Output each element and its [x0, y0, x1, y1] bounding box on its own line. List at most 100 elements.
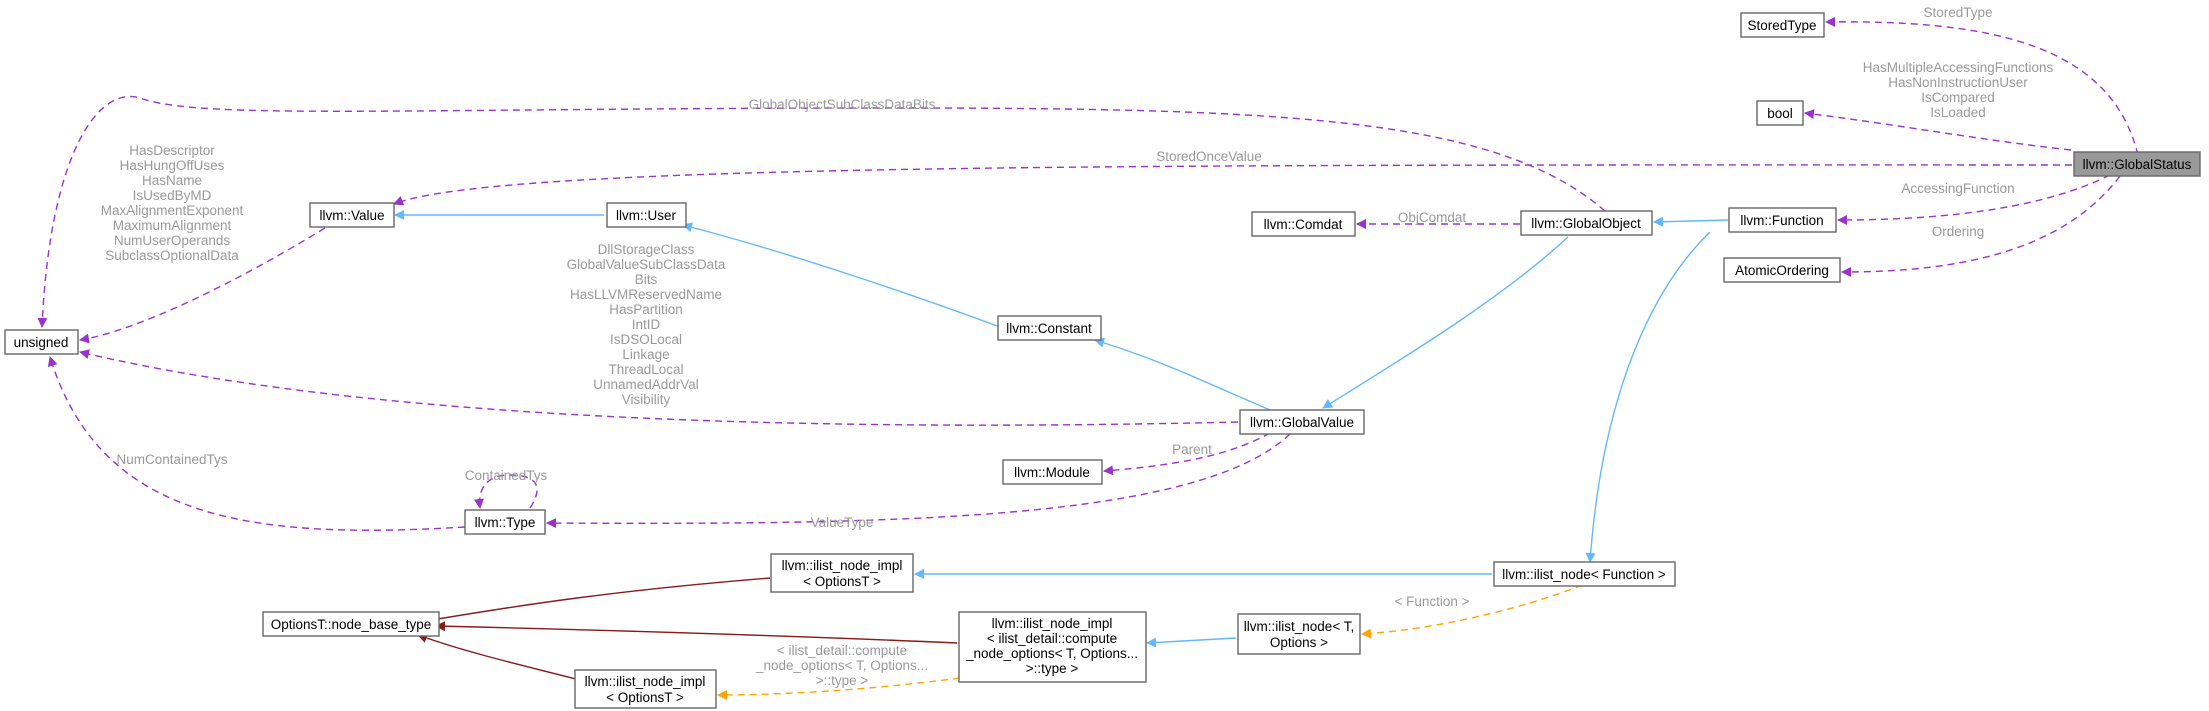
- node-ilist-node-impl-a-line1: llvm::ilist_node_impl: [782, 558, 903, 573]
- label-storedtype: StoredType: [1923, 5, 1992, 20]
- node-ilist-node-function[interactable]: llvm::ilist_node< Function >: [1493, 561, 1676, 587]
- node-ilist-node-impl-c[interactable]: llvm::ilist_node_impl < ilist_detail::co…: [958, 611, 1147, 683]
- label-value-field-2: HasHungOffUses: [120, 158, 225, 173]
- edge-globalvalue-fields: [79, 349, 1239, 426]
- node-unsigned-label: unsigned: [14, 335, 69, 350]
- label-value-field-4: IsUsedByMD: [133, 188, 212, 203]
- node-ilist-node-t[interactable]: llvm::ilist_node< T, Options >: [1237, 613, 1361, 655]
- edge-accessingfunction: [1837, 174, 2111, 225]
- label-globalvalue-field-4: HasLLVMReservedName: [570, 287, 722, 302]
- label-globalvalue-field-10: UnnamedAddrVal: [593, 377, 699, 392]
- edge-ilistnode-t-to-impl-c: [1146, 637, 1237, 648]
- edge-storedtype: [1825, 16, 2139, 156]
- label-bool-field-1: HasMultipleAccessingFunctions: [1863, 60, 2054, 75]
- node-comdat-label: llvm::Comdat: [1264, 217, 1343, 232]
- edge-template-function: [1361, 584, 1583, 639]
- label-bool-field-3: IsCompared: [1921, 90, 1995, 105]
- edge-globalobjectsubclassdatabits: [37, 95, 1606, 328]
- node-stored-type-label: StoredType: [1747, 18, 1816, 33]
- label-value-field-6: MaximumAlignment: [113, 218, 232, 233]
- node-ilist-node-impl-a[interactable]: llvm::ilist_node_impl < OptionsT >: [770, 553, 914, 593]
- node-ilist-node-t-line1: llvm::ilist_node< T,: [1244, 619, 1354, 634]
- node-user[interactable]: llvm::User: [606, 202, 687, 228]
- edge-constant-to-user: [682, 222, 1001, 328]
- edge-template-compute: [717, 677, 961, 700]
- node-node-base-type-label: OptionsT::node_base_type: [271, 617, 432, 632]
- node-constant-label: llvm::Constant: [1006, 321, 1092, 336]
- label-valuetype: ValueType: [811, 515, 874, 530]
- node-user-label: llvm::User: [616, 208, 677, 223]
- edge-valuetype: [546, 433, 1291, 529]
- label-globalvalue-field-5: HasPartition: [609, 302, 683, 317]
- node-value-label: llvm::Value: [319, 208, 384, 223]
- node-atomic-ordering-label: AtomicOrdering: [1735, 263, 1829, 278]
- label-value-field-3: HasName: [142, 173, 202, 188]
- node-ilist-node-impl-c-line2: < ilist_detail::compute: [987, 631, 1117, 646]
- edge-bool: [1804, 109, 2072, 151]
- node-atomic-ordering[interactable]: AtomicOrdering: [1723, 257, 1841, 283]
- node-value[interactable]: llvm::Value: [309, 202, 395, 228]
- label-globalvalue-field-3: Bits: [635, 272, 658, 287]
- node-bool-label: bool: [1767, 106, 1793, 121]
- node-ilist-node-function-label: llvm::ilist_node< Function >: [1502, 567, 1666, 582]
- label-globalvalue-field-8: Linkage: [622, 347, 669, 362]
- edge-globalobject-to-globalvalue: [1322, 236, 1569, 409]
- node-global-object-label: llvm::GlobalObject: [1531, 216, 1641, 231]
- label-parent: Parent: [1172, 442, 1212, 457]
- label-globalobjectsubclassdatabits: GlobalObjectSubClassDataBits: [749, 97, 936, 112]
- label-template-compute-1: < ilist_detail::compute: [777, 643, 907, 658]
- label-template-compute-2: _node_options< T, Options...: [755, 658, 928, 673]
- edge-globalvalue-to-constant: [1094, 337, 1271, 411]
- node-global-value[interactable]: llvm::GlobalValue: [1239, 409, 1365, 435]
- label-containedtys: ContainedTys: [465, 468, 548, 483]
- node-type[interactable]: llvm::Type: [464, 509, 546, 535]
- label-globalvalue-field-6: IntID: [632, 317, 661, 332]
- edge-numcontainedtys: [47, 356, 466, 531]
- node-ilist-node-impl-b[interactable]: llvm::ilist_node_impl < OptionsT >: [574, 669, 717, 709]
- node-constant[interactable]: llvm::Constant: [997, 315, 1102, 341]
- node-function[interactable]: llvm::Function: [1728, 207, 1837, 233]
- label-globalvalue-field-11: Visibility: [622, 392, 671, 407]
- label-globalvalue-field-2: GlobalValueSubClassData: [567, 257, 726, 272]
- edge-ordering: [1841, 175, 2121, 277]
- node-global-status[interactable]: llvm::GlobalStatus: [2073, 151, 2201, 177]
- node-ilist-node-impl-c-line1: llvm::ilist_node_impl: [992, 616, 1113, 631]
- node-node-base-type[interactable]: OptionsT::node_base_type: [262, 611, 440, 637]
- label-numcontainedtys: NumContainedTys: [116, 452, 227, 467]
- label-globalvalue-field-1: DllStorageClass: [598, 242, 695, 257]
- label-ordering: Ordering: [1932, 224, 1985, 239]
- label-value-field-7: NumUserOperands: [114, 233, 231, 248]
- node-ilist-node-impl-a-line2: < OptionsT >: [803, 574, 881, 589]
- edge-function-to-ilistnode: [1585, 231, 1711, 563]
- edge-value-fields: [79, 227, 326, 344]
- edge-containedtys: [474, 474, 538, 509]
- label-value-field-5: MaxAlignmentExponent: [101, 203, 244, 218]
- node-comdat[interactable]: llvm::Comdat: [1251, 211, 1356, 237]
- label-globalvalue-field-7: IsDSOLocal: [610, 332, 682, 347]
- node-unsigned[interactable]: unsigned: [4, 329, 79, 355]
- edge-impl-a-to-base: [425, 577, 771, 625]
- label-accessingfunction: AccessingFunction: [1901, 181, 2014, 196]
- label-value-field-1: HasDescriptor: [129, 143, 215, 158]
- node-stored-type[interactable]: StoredType: [1740, 12, 1825, 38]
- edge-parent: [1103, 432, 1271, 476]
- label-template-compute-3: >::type >: [816, 673, 869, 688]
- edge-impl-c-to-base: [435, 621, 958, 644]
- node-type-label: llvm::Type: [475, 515, 536, 530]
- label-value-field-8: SubclassOptionalData: [105, 248, 239, 263]
- label-template-function: < Function >: [1394, 594, 1469, 609]
- node-ilist-node-impl-c-line4: >::type >: [1026, 661, 1079, 676]
- node-module-label: llvm::Module: [1014, 465, 1090, 480]
- node-global-object[interactable]: llvm::GlobalObject: [1520, 210, 1653, 236]
- node-function-label: llvm::Function: [1740, 213, 1823, 228]
- node-ilist-node-t-line2: Options >: [1270, 635, 1328, 650]
- label-globalvalue-field-9: ThreadLocal: [608, 362, 683, 377]
- node-module[interactable]: llvm::Module: [1002, 459, 1103, 485]
- node-ilist-node-impl-c-line3: _node_options< T, Options...: [965, 646, 1138, 661]
- label-bool-field-2: HasNonInstructionUser: [1888, 75, 2028, 90]
- node-bool[interactable]: bool: [1756, 100, 1804, 126]
- node-global-status-label: llvm::GlobalStatus: [2083, 157, 2192, 172]
- edge-storedoncevalue: [393, 164, 2073, 206]
- edge-function-to-globalobject: [1653, 216, 1729, 227]
